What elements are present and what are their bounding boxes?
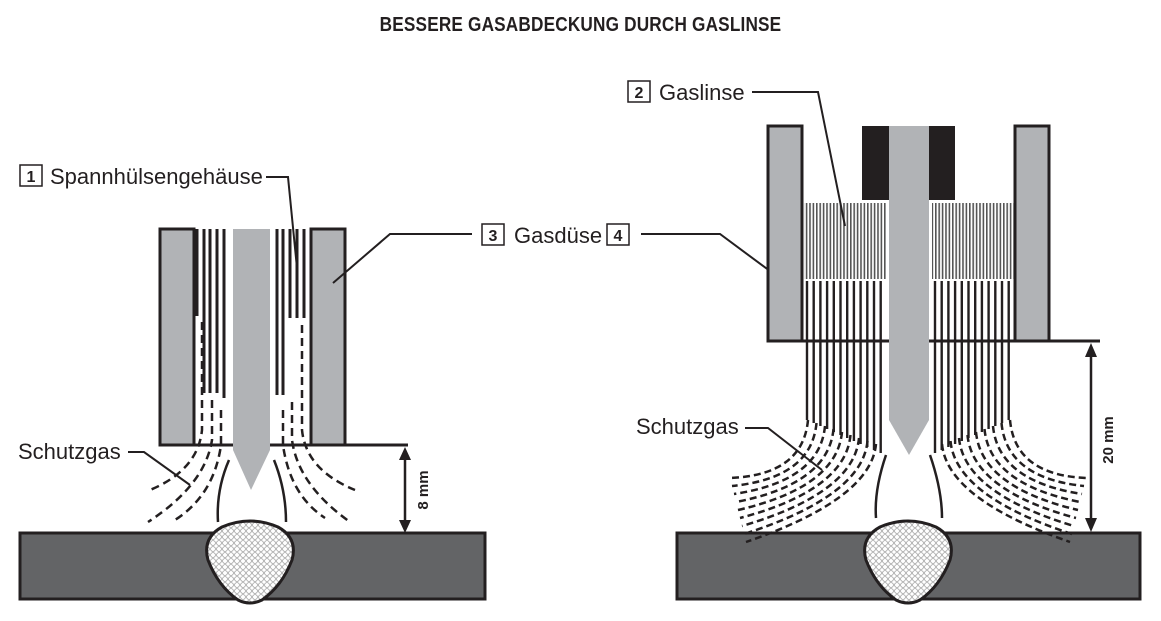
left-nozzle-wall-left [158,227,196,447]
right-dimension-arrow-down [1085,518,1097,532]
gas-flow-dash-line [743,440,869,536]
nozzle-number-box-right [606,223,630,246]
left-gas-flow-lines [147,322,356,524]
gas-lens-leader [752,91,846,227]
gas-lens-number-box [627,80,651,103]
gas-flow-dash-line [966,434,1077,520]
collet-body-label: Spannhülsengehäuse [50,164,263,189]
left-arc-boundaries [216,459,288,523]
gas-flow-dash-line [983,428,1081,504]
left-distance-label: 8 mm [415,470,432,509]
nozzle-number-left: 3 [489,228,498,245]
right-dimension-arrow-up [1085,343,1097,357]
gas-flow-dash-line [741,437,861,528]
gas-flow-dash-line [974,431,1079,512]
right-distance-label: 20 mm [1100,416,1117,464]
nozzle-leader-left [332,233,472,284]
gas-flow-dash-line [735,428,835,504]
gas-lens-number: 2 [635,85,644,102]
right-diagram: 20 mm 2 Gaslinse Schutzgas [627,80,1142,605]
gas-flow-dash-line [733,425,827,496]
right-nozzle-wall-left [766,124,804,343]
diagram-title: BESSERE GASABDECKUNG DURCH GASLINSE [379,14,782,36]
right-collet-block-left [862,126,889,200]
left-nozzle-wall-right [309,227,347,447]
gas-flow-dash-line [731,422,818,488]
left-dimension-arrow-up [399,447,411,460]
right-weld-bead [863,519,953,605]
gas-flow-dash-line [991,425,1083,496]
right-nozzle-wall-right [1013,124,1051,343]
right-shielding-gas-label: Schutzgas [636,414,739,439]
nozzle-label: Gasdüse [514,223,602,248]
left-electrode [233,229,270,490]
left-weld-bead [205,519,295,605]
gas-lens-mesh-left [804,203,886,279]
gas-flow-dash-line [940,443,1071,544]
left-collet-lines [195,229,306,398]
left-dimension-arrow-down [399,520,411,533]
left-shielding-gas-label: Schutzgas [18,439,121,464]
gas-lens-mesh-right [932,203,1014,279]
gas-flow-dash-line [737,431,844,512]
nozzle-leader-right [641,233,783,281]
nozzle-label-group: 3 Gasdüse 4 [332,223,783,284]
nozzle-number-box-left [481,223,505,246]
gas-flow-dash-line [957,437,1075,528]
right-gas-flow-lines [729,419,1087,544]
right-shielding-gas-leader [745,427,823,471]
right-electrode [889,126,929,455]
left-diagram: 8 mm 1 Spannhülsengehäuse Schutzgas [18,164,487,605]
gas-flow-dash-line [729,419,810,480]
left-shielding-gas-leader [128,451,191,486]
right-collet-block-right [929,126,955,200]
gas-lens-label: Gaslinse [659,80,745,105]
gas-flow-dash-line [1008,419,1087,480]
collet-body-number: 1 [27,169,36,186]
gas-flow-dash-line [739,434,852,520]
gas-flow-dash-line [1000,422,1085,488]
collet-body-number-box [19,164,43,187]
collet-body-leader [266,176,298,269]
gas-flow-dash-line [949,440,1073,536]
nozzle-number-right: 4 [614,228,623,245]
gas-flow-dash-line [745,443,878,544]
right-laminar-flow-lines [805,281,1010,453]
right-arc-boundaries [874,454,944,519]
